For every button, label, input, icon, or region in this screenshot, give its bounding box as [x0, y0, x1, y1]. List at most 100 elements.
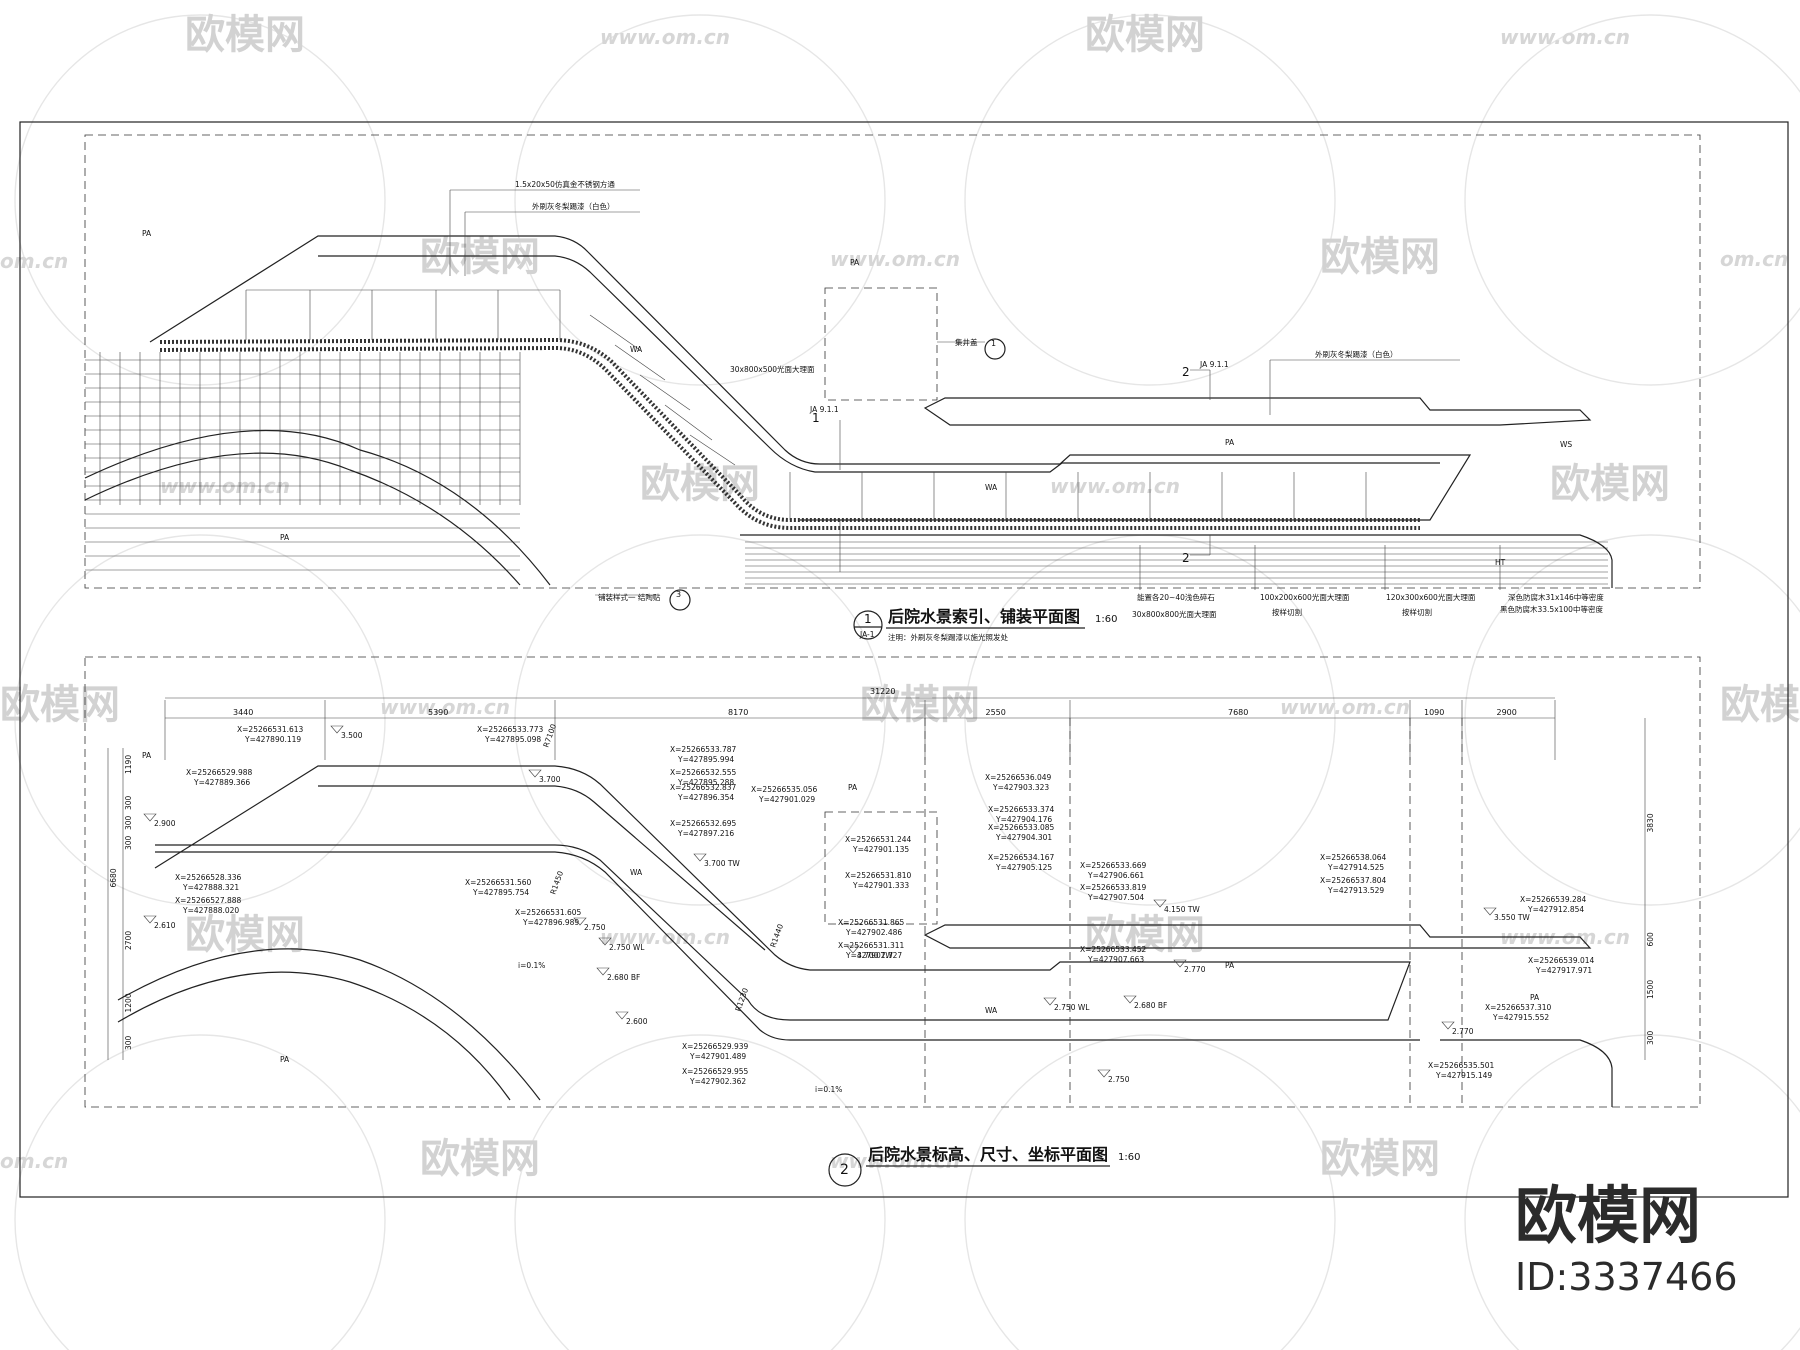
watermark-logo: 欧模网 — [420, 1136, 540, 1182]
plan2-index-bubble — [828, 1153, 862, 1187]
dim-right-value: 600 — [1646, 932, 1655, 947]
pool-tiles-upper — [245, 289, 736, 466]
plan1-index-number: 1 — [864, 612, 872, 626]
svg-text:3.700 TW: 3.700 TW — [704, 859, 740, 868]
svg-text:Y=427912.854: Y=427912.854 — [1527, 905, 1584, 914]
dim-top-value: 2900 — [1497, 708, 1517, 717]
slope-label: i=0.1% — [815, 1085, 842, 1094]
watermark-logo: 欧模网 — [1085, 12, 1205, 58]
svg-text:Y=427896.989: Y=427896.989 — [522, 918, 579, 927]
svg-text:X=25266534.167: X=25266534.167 — [988, 853, 1055, 862]
right-deck-plan2 — [1440, 1039, 1613, 1107]
svg-text:X=25266531.560: X=25266531.560 — [465, 878, 532, 887]
svg-text:Y=427895.098: Y=427895.098 — [484, 735, 541, 744]
well-cover — [824, 287, 938, 401]
dim-left-value: 300 — [124, 1035, 133, 1050]
svg-text:2.680 BF: 2.680 BF — [1134, 1001, 1167, 1010]
plan2-index-number: 2 — [840, 1162, 849, 1178]
watermark-logo: 欧模网 — [1320, 1136, 1440, 1182]
svg-text:Y=427905.125: Y=427905.125 — [995, 863, 1052, 872]
svg-text:Y=427889.366: Y=427889.366 — [193, 778, 250, 787]
dim-left-value: 300 — [124, 835, 133, 850]
callout-right-paint: 外刷灰冬梨踢漆（白色） — [1315, 349, 1398, 359]
slope-label: i=0.1% — [518, 961, 545, 970]
num-2b: 2 — [1182, 551, 1190, 565]
pool-tiles-lower — [789, 472, 1367, 520]
callout-top-paint: 外刷灰冬梨踢漆（白色） — [532, 201, 615, 211]
svg-text:Y=427901.029: Y=427901.029 — [758, 795, 815, 804]
callout-stone-mid: 30x800x500光面大理面 — [730, 364, 815, 374]
callout-wood-b: 黑色防腐木33.5x100中等密度 — [1500, 604, 1603, 614]
ref-b: JA 9.1.1 — [1199, 360, 1229, 369]
area-label: WA — [985, 1006, 998, 1015]
elevation-marker: 2.680 BF — [1123, 995, 1167, 1010]
pebble-band-upper — [159, 337, 1420, 522]
svg-text:2.770: 2.770 — [1452, 1027, 1474, 1036]
detail-bubble-paving — [669, 589, 691, 611]
callout-stone-c: 120x300x600光面大理面 — [1386, 592, 1476, 602]
sheet-outer-frame — [19, 121, 1789, 1198]
svg-text:Y=427895.288: Y=427895.288 — [677, 778, 734, 787]
watermark-logo: 欧模网 — [185, 912, 305, 958]
callout-paving-left: 铺装样式一 结陶贴 — [598, 592, 661, 602]
watermark-url: www.om.cn — [1500, 25, 1630, 49]
watermark-url: www.om.cn — [830, 247, 960, 271]
num-2: 2 — [1182, 365, 1190, 379]
radius-label: R7100 — [541, 723, 558, 749]
svg-text:X=25266533.787: X=25266533.787 — [670, 745, 737, 754]
area-label: PA — [280, 1055, 290, 1064]
svg-text:2.750 WL: 2.750 WL — [609, 943, 645, 952]
dim-total: 31220 — [870, 687, 895, 696]
svg-text:X=25266532.695: X=25266532.695 — [670, 819, 737, 828]
area-label: WA — [630, 868, 643, 877]
dim-top-value: 1090 — [1424, 708, 1444, 717]
dim-left-value: 1190 — [124, 755, 133, 774]
svg-text:2.600: 2.600 — [626, 1017, 648, 1026]
svg-text:X=25266535.501: X=25266535.501 — [1428, 1061, 1495, 1070]
watermark-url: www.om.cn — [600, 25, 730, 49]
svg-text:X=25266537.804: X=25266537.804 — [1320, 876, 1387, 885]
elevation-marker: 2.750 — [1097, 1069, 1130, 1084]
dim-top-value: 3440 — [233, 708, 253, 717]
radius-label: R1440 — [768, 923, 785, 949]
elevation-marker: 3.700 TW — [693, 853, 740, 868]
svg-text:2.680 BF: 2.680 BF — [607, 973, 640, 982]
dim-right-value: 300 — [1646, 1030, 1655, 1045]
detail-bubble-paving-num: 3 — [676, 590, 681, 599]
callout-stone-a: 30x800x800光面大理面 — [1132, 609, 1217, 619]
pool-edge-plan2 — [155, 851, 1420, 1041]
callout-wood-a: 深色防腐木31x146中等密度 — [1508, 592, 1604, 602]
dim-top-value: 2550 — [986, 708, 1006, 717]
area-label: PA — [848, 783, 858, 792]
label-pa: PA — [1225, 438, 1235, 447]
svg-text:2.770: 2.770 — [1184, 965, 1206, 974]
svg-text:Y=427890.119: Y=427890.119 — [244, 735, 301, 744]
svg-text:X=25266533.085: X=25266533.085 — [988, 823, 1055, 832]
svg-text:Y=427903.323: Y=427903.323 — [992, 783, 1049, 792]
radius-label: R1450 — [548, 870, 565, 896]
brand-id: ID:3337466 — [1515, 1255, 1738, 1299]
svg-text:Y=427888.020: Y=427888.020 — [182, 906, 239, 915]
svg-text:2.900: 2.900 — [154, 819, 176, 828]
label-pa: PA — [850, 258, 860, 267]
area-label: PA — [1530, 993, 1540, 1002]
watermark-url: www.om.cn — [380, 695, 510, 719]
dim-left-value: 300 — [124, 815, 133, 830]
svg-text:Y=427895.994: Y=427895.994 — [677, 755, 734, 764]
